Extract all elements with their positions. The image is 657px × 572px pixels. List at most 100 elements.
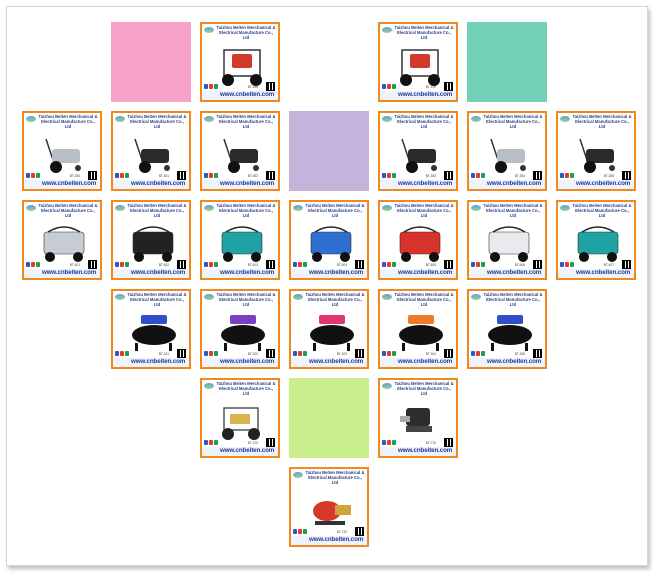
company-logo-icon (382, 383, 392, 389)
footer-band (380, 358, 456, 367)
website-link[interactable]: www.cnbeiten.com (576, 180, 631, 187)
certification-icon (382, 84, 386, 89)
certification-icon (204, 351, 208, 356)
footer-band (202, 91, 278, 100)
cert-badges (382, 440, 396, 445)
website-link[interactable]: www.cnbeiten.com (398, 269, 453, 276)
certification-icon (214, 173, 218, 178)
product-card[interactable]: Taizhou Beiten Merchanical & Electrical … (289, 200, 369, 280)
product-image (483, 311, 535, 355)
company-name: Taizhou Beiten Merchanical & Electrical … (38, 114, 98, 129)
certification-icon (115, 351, 119, 356)
company-logo-icon (382, 27, 392, 33)
website-link[interactable]: www.cnbeiten.com (576, 269, 631, 276)
product-card[interactable]: Taizhou Beiten Merchanical & Electrical … (378, 378, 458, 458)
website-link[interactable]: www.cnbeiten.com (220, 180, 275, 187)
qr-code-icon (622, 171, 631, 180)
website-link[interactable]: www.cnbeiten.com (309, 269, 364, 276)
certification-icon (392, 262, 396, 267)
website-link[interactable]: www.cnbeiten.com (309, 358, 364, 365)
website-link[interactable]: www.cnbeiten.com (42, 180, 97, 187)
website-link[interactable]: www.cnbeiten.com (487, 269, 542, 276)
cert-badges (115, 173, 129, 178)
certification-icon (120, 262, 124, 267)
website-link[interactable]: www.cnbeiten.com (220, 447, 275, 454)
company-name: Taizhou Beiten Merchanical & Electrical … (394, 114, 454, 129)
model-label: BT-352 (247, 174, 258, 178)
cert-badges (382, 351, 396, 356)
card-header: Taizhou Beiten Merchanical & Electrical … (113, 291, 189, 307)
product-card[interactable]: Taizhou Beiten Merchanical & Electrical … (378, 289, 458, 369)
qr-code-icon (266, 438, 275, 447)
product-card[interactable]: Taizhou Beiten Merchanical & Electrical … (22, 200, 102, 280)
product-image (394, 133, 446, 177)
cert-badges (26, 173, 40, 178)
website-link[interactable]: www.cnbeiten.com (487, 358, 542, 365)
company-logo-icon (293, 472, 303, 478)
product-card[interactable]: Taizhou Beiten Merchanical & Electrical … (289, 467, 369, 547)
company-logo-icon (471, 294, 481, 300)
model-label: BT-186 (247, 85, 258, 89)
certification-icon (293, 262, 297, 267)
cert-badges (204, 440, 218, 445)
company-logo-icon (382, 116, 392, 122)
website-link[interactable]: www.cnbeiten.com (398, 358, 453, 365)
qr-code-icon (444, 171, 453, 180)
certification-icon (382, 351, 386, 356)
company-logo-icon (204, 116, 214, 122)
website-link[interactable]: www.cnbeiten.com (487, 180, 542, 187)
footer-band (469, 180, 545, 189)
card-header: Taizhou Beiten Merchanical & Electrical … (291, 291, 367, 307)
website-link[interactable]: www.cnbeiten.com (220, 358, 275, 365)
certification-icon (204, 440, 208, 445)
product-image (216, 222, 268, 266)
certification-icon (303, 529, 307, 534)
model-label: BT-355 (603, 174, 614, 178)
certification-icon (214, 351, 218, 356)
product-card[interactable]: Taizhou Beiten Merchanical & Electrical … (467, 111, 547, 191)
product-card[interactable]: Taizhou Beiten Merchanical & Electrical … (467, 289, 547, 369)
certification-icon (120, 173, 124, 178)
qr-code-icon (266, 82, 275, 91)
website-link[interactable]: www.cnbeiten.com (131, 358, 186, 365)
product-card[interactable]: Taizhou Beiten Merchanical & Electrical … (467, 200, 547, 280)
website-link[interactable]: www.cnbeiten.com (220, 91, 275, 98)
footer-band (380, 91, 456, 100)
qr-code-icon (444, 82, 453, 91)
product-card[interactable]: Taizhou Beiten Merchanical & Electrical … (556, 111, 636, 191)
website-link[interactable]: www.cnbeiten.com (398, 180, 453, 187)
product-card[interactable]: Taizhou Beiten Merchanical & Electrical … (111, 200, 191, 280)
website-link[interactable]: www.cnbeiten.com (131, 269, 186, 276)
product-card[interactable]: Taizhou Beiten Merchanical & Electrical … (200, 200, 280, 280)
website-link[interactable]: www.cnbeiten.com (398, 91, 453, 98)
product-image (572, 133, 624, 177)
card-header: Taizhou Beiten Merchanical & Electrical … (202, 113, 278, 129)
website-link[interactable]: www.cnbeiten.com (42, 269, 97, 276)
color-swatch (111, 22, 191, 102)
product-card[interactable]: Taizhou Beiten Merchanical & Electrical … (22, 111, 102, 191)
footer-band (380, 180, 456, 189)
card-header: Taizhou Beiten Merchanical & Electrical … (558, 113, 634, 129)
product-card[interactable]: Taizhou Beiten Merchanical & Electrical … (200, 289, 280, 369)
product-card[interactable]: Taizhou Beiten Merchanical & Electrical … (378, 22, 458, 102)
company-logo-icon (26, 205, 36, 211)
footer-band (469, 358, 545, 367)
product-card[interactable]: Taizhou Beiten Merchanical & Electrical … (200, 111, 280, 191)
product-card[interactable]: Taizhou Beiten Merchanical & Electrical … (378, 200, 458, 280)
website-link[interactable]: www.cnbeiten.com (309, 536, 364, 543)
product-card[interactable]: Taizhou Beiten Merchanical & Electrical … (111, 289, 191, 369)
website-link[interactable]: www.cnbeiten.com (398, 447, 453, 454)
certification-icon (209, 351, 213, 356)
product-card[interactable]: Taizhou Beiten Merchanical & Electrical … (200, 22, 280, 102)
product-card[interactable]: Taizhou Beiten Merchanical & Electrical … (289, 289, 369, 369)
website-link[interactable]: www.cnbeiten.com (220, 269, 275, 276)
website-link[interactable]: www.cnbeiten.com (131, 180, 186, 187)
card-header: Taizhou Beiten Merchanical & Electrical … (113, 202, 189, 218)
model-label: BT-604 (336, 263, 347, 267)
product-card[interactable]: Taizhou Beiten Merchanical & Electrical … (378, 111, 458, 191)
product-card[interactable]: Taizhou Beiten Merchanical & Electrical … (111, 111, 191, 191)
card-header: Taizhou Beiten Merchanical & Electrical … (380, 291, 456, 307)
product-card[interactable]: Taizhou Beiten Merchanical & Electrical … (556, 200, 636, 280)
model-label: BT-304 (425, 352, 436, 356)
product-card[interactable]: Taizhou Beiten Merchanical & Electrical … (200, 378, 280, 458)
